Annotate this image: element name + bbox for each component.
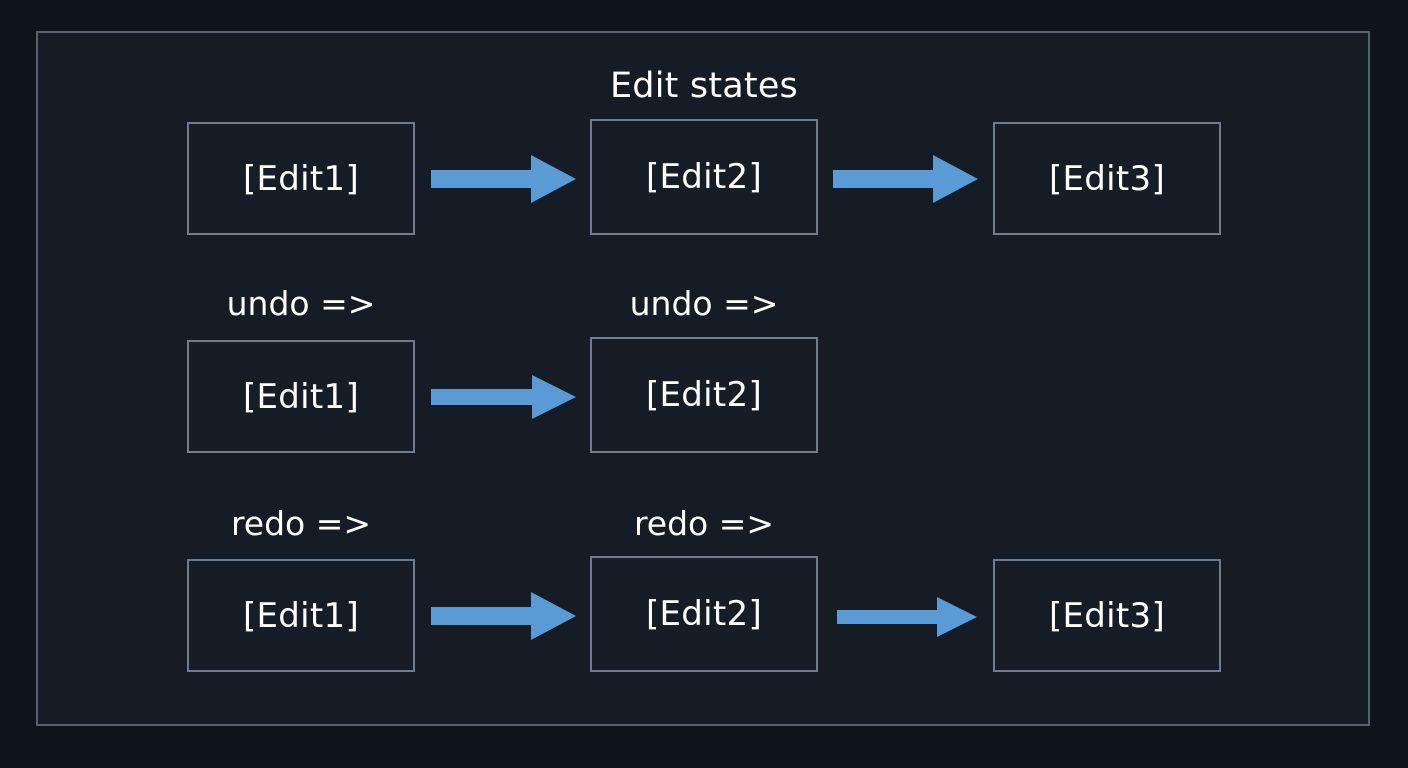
op-label-redo-1: redo => (230, 504, 372, 543)
node-label: [Edit2] (645, 594, 763, 634)
arrow-row3-1 (431, 592, 576, 640)
node-row3-edit3[interactable]: [Edit3] (993, 559, 1221, 672)
arrow-row2-1 (431, 373, 576, 421)
arrow-row1-1 (431, 155, 576, 203)
node-row1-edit1[interactable]: [Edit1] (187, 122, 415, 235)
node-label: [Edit3] (1048, 595, 1166, 636)
node-label: [Edit3] (1048, 158, 1166, 199)
node-row2-edit1[interactable]: [Edit1] (187, 340, 415, 453)
node-row1-edit2[interactable]: [Edit2] (590, 119, 818, 235)
node-row1-edit3[interactable]: [Edit3] (993, 122, 1221, 235)
node-row3-edit2[interactable]: [Edit2] (590, 556, 818, 672)
op-label-redo-2: redo => (633, 504, 775, 543)
node-label: [Edit2] (645, 375, 763, 415)
arrow-row3-2 (837, 596, 977, 638)
node-label: [Edit1] (242, 376, 360, 417)
node-label: [Edit1] (242, 595, 360, 636)
page-title: Edit states (609, 66, 798, 106)
op-label-undo-2: undo => (629, 284, 779, 323)
node-label: [Edit1] (242, 158, 360, 199)
node-label: [Edit2] (645, 157, 763, 197)
op-label-undo-1: undo => (226, 284, 376, 323)
node-row2-edit2[interactable]: [Edit2] (590, 337, 818, 453)
node-row3-edit1[interactable]: [Edit1] (187, 559, 415, 672)
arrow-row1-2 (833, 155, 978, 203)
